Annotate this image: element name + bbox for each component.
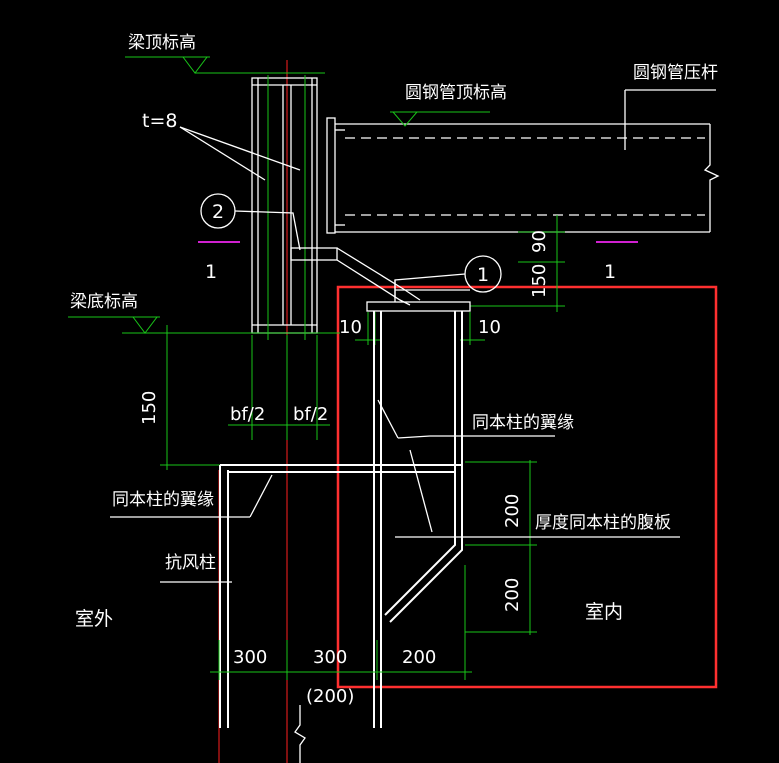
tube-top-elevation-label: 圆钢管顶标高 [405,83,507,103]
web-thickness-label: 厚度同本柱的腹板 [535,513,671,533]
dim-300-a: 300 [233,647,267,668]
dim-90-label: 90 [529,230,550,253]
flange-right-leader [377,399,555,533]
dim-bf-left: bf/2 [230,404,265,425]
column-cap-plate [366,301,471,312]
dim-200-upper: 200 [502,494,523,528]
tube-strut-label: 圆钢管压杆 [633,63,718,83]
flange-left-leader [110,474,273,518]
wind-column-label: 抗风柱 [165,553,216,573]
detail-2-leader [234,210,301,251]
dim-300-b: 300 [313,647,347,668]
beam-top-elevation-label: 梁顶标高 [128,33,196,53]
dim-150-left-label: 150 [139,391,160,425]
dim-200-paren: (200) [306,686,354,707]
dim-200-lower: 200 [502,578,523,612]
break-line [294,705,306,763]
stiffener-column [373,311,463,728]
svg-text:2: 2 [212,201,224,223]
wind-resisting-column [219,464,462,728]
outdoor-label: 室外 [75,608,113,630]
steel-tube [335,123,720,233]
dim-90-150 [470,215,565,312]
dim-150-left [160,325,228,470]
indoor-label: 室内 [585,601,623,623]
svg-text:1: 1 [477,264,489,286]
thickness-label: t=8 [142,110,177,132]
beam-bottom-elevation-mark [68,316,340,334]
dim-10-left: 10 [339,317,362,338]
selection-box[interactable] [336,285,718,689]
thickness-leader [179,126,301,181]
beam-bottom-elevation-label: 梁底标高 [70,292,138,312]
tube-strut-leader [624,89,716,150]
connection-plate [290,247,421,306]
h-beam [251,75,318,340]
flange-left-label: 同本柱的翼缘 [112,490,214,510]
tube-top-elevation-mark [390,111,490,127]
dim-200-bottom: 200 [402,647,436,668]
beam-top-elevation-mark [125,56,325,74]
flange-right-label: 同本柱的翼缘 [472,413,574,433]
detail-marker-2[interactable]: 2 [200,193,236,229]
dim-150-top-label: 150 [529,264,550,298]
dim-bf-right: bf/2 [293,404,328,425]
dim-200-stack [465,460,537,635]
section-mark-right: 1 [604,261,616,283]
dim-bottom [210,565,472,680]
dim-bf [228,335,330,440]
dim-10-right: 10 [478,317,501,338]
section-mark-left: 1 [205,261,217,283]
end-plate [326,117,336,234]
